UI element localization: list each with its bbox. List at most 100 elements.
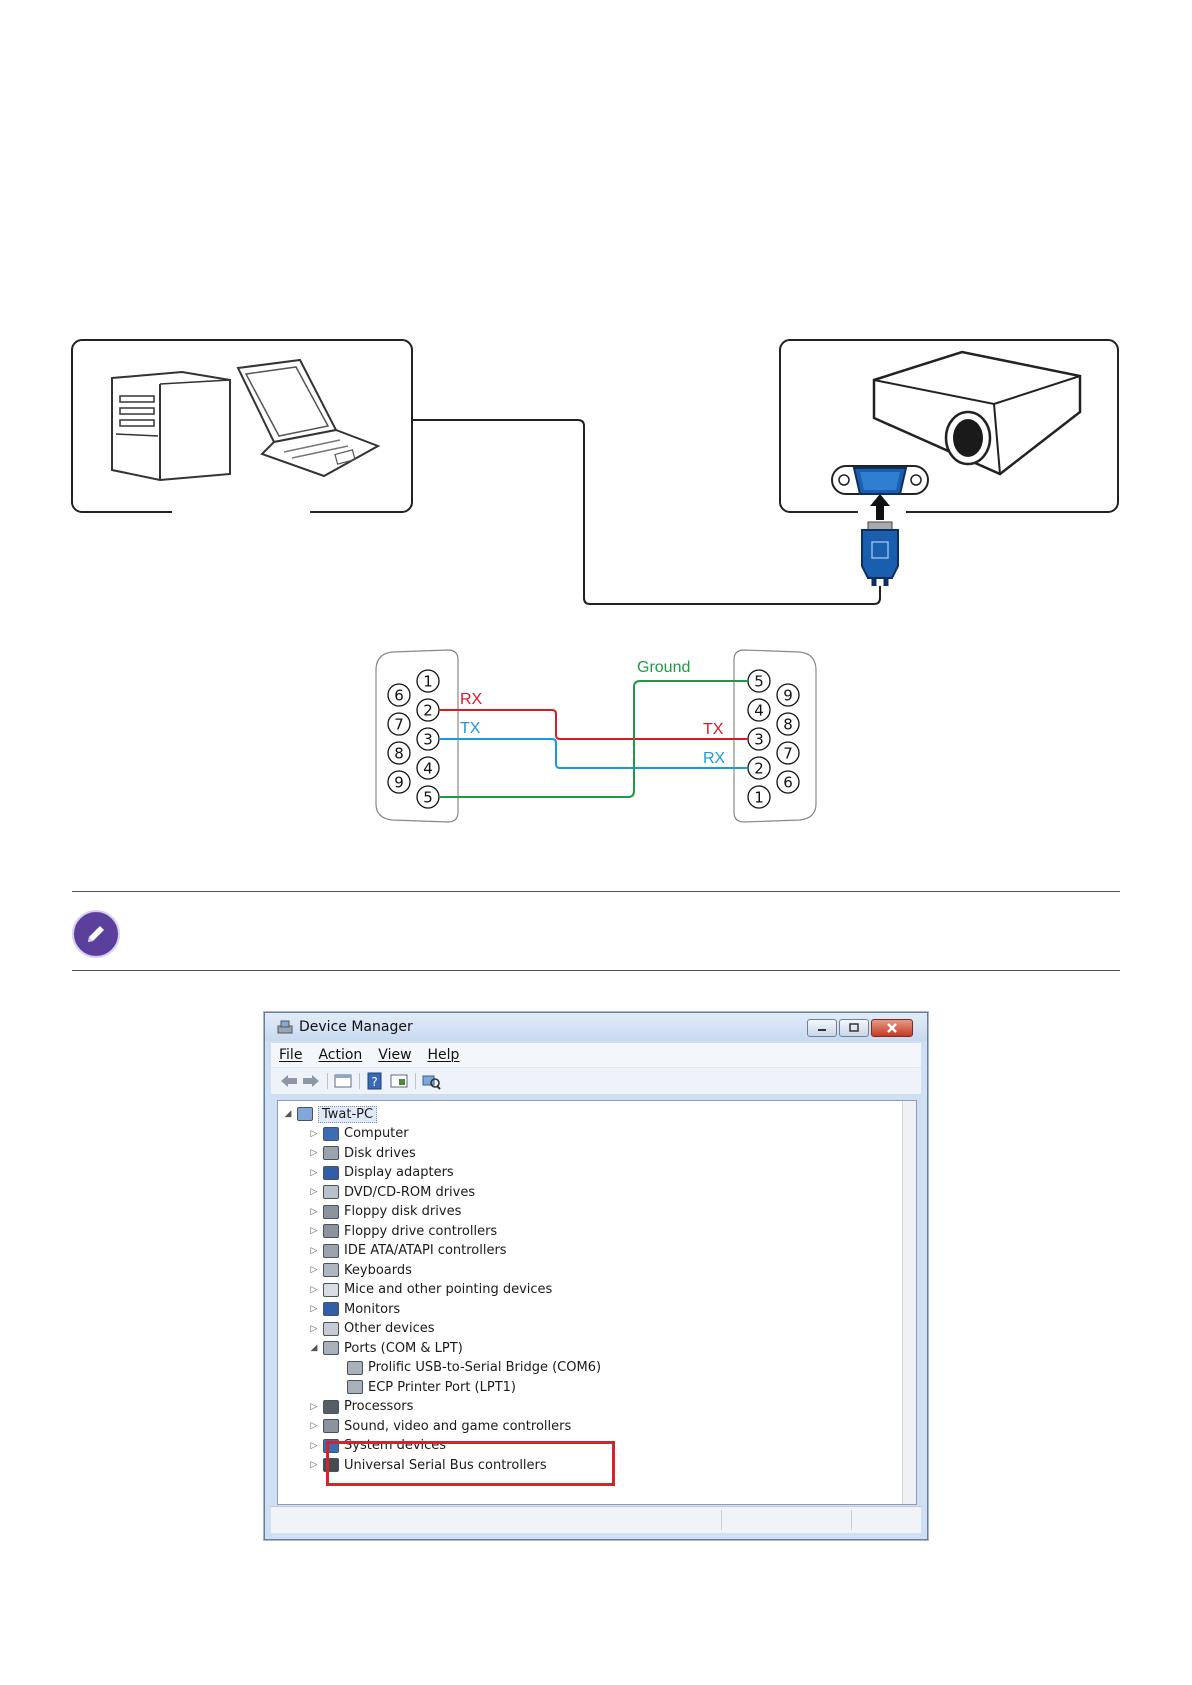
menu-action[interactable]: Action: [318, 1047, 363, 1063]
tree-label: Other devices: [344, 1321, 435, 1336]
left-pin-9-label: 9: [394, 774, 404, 792]
tree-label: Sound, video and game controllers: [344, 1418, 572, 1434]
monitor-icon: [323, 1302, 339, 1316]
tree-label: Processors: [344, 1399, 414, 1414]
expand-arrow-icon[interactable]: ▷: [310, 1284, 318, 1295]
left-pin-1-circle: [416, 669, 440, 693]
window-title: Device Manager: [299, 1019, 413, 1035]
printer-port-icon: [347, 1380, 363, 1394]
expand-arrow-icon[interactable]: ▷: [310, 1265, 318, 1275]
show-hide-tree-icon[interactable]: [333, 1072, 353, 1090]
expand-arrow-icon[interactable]: ▷: [310, 1440, 318, 1451]
tree-category[interactable]: ▷ Disk drives: [308, 1143, 416, 1163]
ground-wire: [439, 680, 748, 798]
left-pin-8-label: 8: [394, 745, 404, 763]
tree-label: Floppy drive controllers: [344, 1223, 498, 1239]
pencil-icon: [72, 910, 120, 958]
device-tree: ◢Twat-PC▷Computer▷Disk drives▷Display ad…: [277, 1100, 917, 1505]
expand-arrow-icon[interactable]: ▷: [310, 1167, 318, 1178]
left-pin-4-circle: [416, 756, 440, 780]
tree-category[interactable]: ▷ Floppy drive controllers: [308, 1221, 498, 1241]
properties-icon[interactable]: ?: [365, 1072, 385, 1090]
menu-view[interactable]: View: [378, 1047, 412, 1063]
tree-port-device[interactable]: ECP Printer Port (LPT1): [332, 1377, 516, 1397]
right-pin-7-label: 7: [783, 745, 793, 763]
tree-category[interactable]: ▷ Display adapters: [308, 1163, 454, 1183]
minimize-icon: [818, 1029, 826, 1031]
tree-category[interactable]: ▷ Monitors: [308, 1299, 401, 1319]
update-driver-icon[interactable]: [389, 1072, 409, 1090]
ide-icon: [323, 1243, 339, 1258]
computer-icon: [323, 1126, 339, 1141]
vga-plug-icon: [861, 521, 899, 586]
expand-arrow-icon[interactable]: ▷: [310, 1187, 318, 1197]
tree-category[interactable]: ▷ Sound, video and game controllers: [308, 1416, 572, 1436]
maximize-button[interactable]: [839, 1019, 869, 1037]
left-pin-7-label: 7: [394, 716, 404, 734]
left-pin-9-circle: [387, 770, 411, 794]
root-icon: [297, 1107, 313, 1121]
back-arrow-icon[interactable]: [279, 1072, 299, 1090]
tree-port-device[interactable]: Prolific USB-to-Serial Bridge (COM6): [332, 1358, 601, 1378]
tree-scrollbar[interactable]: [902, 1101, 916, 1504]
right-pin-8-label: 8: [783, 716, 793, 734]
rx-right-label: RX: [703, 750, 726, 767]
collapse-arrow-icon[interactable]: ◢: [284, 1109, 292, 1119]
expand-arrow-icon[interactable]: ▷: [310, 1323, 318, 1334]
expand-arrow-icon[interactable]: ▷: [310, 1304, 318, 1314]
ports-highlight-box: [326, 1441, 615, 1486]
tree-label: Ports (COM & LPT): [344, 1340, 463, 1356]
expand-arrow-icon[interactable]: ▷: [310, 1421, 318, 1431]
tree-label: Disk drives: [344, 1145, 416, 1161]
serial-cable: [412, 419, 881, 605]
expand-arrow-icon[interactable]: ▷: [310, 1226, 318, 1236]
keyboard-icon: [323, 1263, 339, 1277]
tree-label: ECP Printer Port (LPT1): [368, 1379, 516, 1395]
minimize-button[interactable]: [807, 1019, 837, 1037]
expand-arrow-icon[interactable]: ▷: [310, 1460, 318, 1470]
tree-category[interactable]: ▷ Processors: [308, 1397, 414, 1417]
tree-category[interactable]: ▷Computer: [308, 1124, 409, 1144]
disk-icon: [323, 1146, 339, 1160]
menu-help[interactable]: Help: [427, 1047, 460, 1063]
tree-category[interactable]: ◢ Ports (COM & LPT): [308, 1338, 463, 1358]
left-pin-3-label: 3: [423, 731, 433, 749]
tree-root[interactable]: ◢Twat-PC: [282, 1104, 378, 1124]
right-pin-1-circle: [747, 785, 771, 809]
tree-category[interactable]: ▷Mice and other pointing devices: [308, 1280, 553, 1300]
left-pin-4-label: 4: [423, 760, 433, 778]
tree-label: Prolific USB-to-Serial Bridge (COM6): [368, 1360, 602, 1375]
menu-bar: File Action View Help: [271, 1043, 921, 1068]
tree-category[interactable]: ▷IDE ATA/ATAPI controllers: [308, 1241, 507, 1261]
tree-category[interactable]: ▷Keyboards: [308, 1260, 412, 1280]
right-pin-7-circle: [776, 741, 800, 765]
tree-category[interactable]: ▷ Other devices: [308, 1319, 435, 1339]
tree-label: Floppy disk drives: [344, 1204, 462, 1219]
left-pin-6-label: 6: [394, 687, 404, 705]
right-pin-6-label: 6: [783, 774, 793, 792]
expand-arrow-icon[interactable]: ▷: [310, 1401, 318, 1412]
tree-label: Display adapters: [344, 1165, 454, 1180]
expand-arrow-icon[interactable]: ▷: [310, 1245, 318, 1256]
expand-arrow-icon[interactable]: ▷: [310, 1206, 318, 1217]
tree-label: Monitors: [344, 1301, 401, 1317]
forward-arrow-icon[interactable]: [301, 1072, 321, 1090]
expand-arrow-icon[interactable]: ▷: [310, 1148, 318, 1158]
menu-file[interactable]: File: [279, 1047, 303, 1063]
tree-category[interactable]: ▷DVD/CD-ROM drives: [308, 1182, 476, 1202]
left-pin-8-circle: [387, 741, 411, 765]
title-bar: Device Manager: [265, 1013, 927, 1041]
right-pin-9-circle: [776, 683, 800, 707]
collapse-arrow-icon[interactable]: ◢: [310, 1343, 318, 1353]
left-pin-2-label: 2: [423, 702, 433, 720]
desktop-tower-icon: [111, 370, 231, 482]
sound-icon: [323, 1419, 339, 1433]
expand-arrow-icon[interactable]: ▷: [310, 1128, 318, 1139]
close-button[interactable]: [871, 1019, 913, 1037]
tree-category[interactable]: ▷ Floppy disk drives: [308, 1202, 462, 1222]
floppy-controller-icon: [323, 1224, 339, 1238]
scan-hardware-icon[interactable]: [421, 1072, 441, 1090]
svg-text:?: ?: [371, 1075, 377, 1089]
laptop-icon: [236, 358, 381, 478]
ground-label: Ground: [637, 659, 690, 676]
